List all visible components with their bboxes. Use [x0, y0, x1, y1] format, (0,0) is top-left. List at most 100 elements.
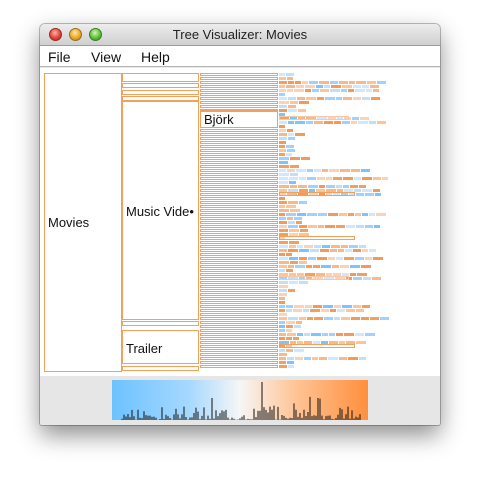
leaf-cell[interactable]	[313, 277, 323, 280]
leaf-cell[interactable]	[348, 213, 354, 216]
leaf-cell[interactable]	[279, 89, 286, 92]
leaf-cell[interactable]	[286, 73, 294, 76]
leaf-cell[interactable]	[348, 89, 354, 92]
leaf-cell[interactable]	[287, 193, 297, 196]
leaf-cell[interactable]	[304, 357, 311, 360]
leaf-cell[interactable]	[279, 145, 285, 148]
leaf-cell[interactable]	[353, 97, 361, 100]
leaf-bar[interactable]	[200, 317, 278, 320]
menu-view[interactable]: View	[91, 49, 122, 65]
leaf-cell[interactable]	[306, 117, 316, 120]
leaf-cell[interactable]	[298, 185, 307, 188]
leaf-cell[interactable]	[287, 217, 293, 220]
leaf-bar[interactable]	[200, 301, 278, 304]
tree-node-level1[interactable]	[122, 73, 199, 82]
leaf-cell[interactable]	[370, 85, 379, 88]
leaf-cell[interactable]	[304, 333, 310, 336]
leaf-cell[interactable]	[286, 85, 295, 88]
leaf-cell[interactable]	[279, 117, 289, 120]
leaf-bar-wide[interactable]	[279, 116, 349, 120]
leaf-cell[interactable]	[349, 81, 355, 84]
leaf-cell[interactable]	[279, 229, 288, 232]
leaf-cell[interactable]	[316, 273, 325, 276]
leaf-cell[interactable]	[317, 117, 327, 120]
leaf-cell[interactable]	[306, 121, 313, 124]
leaf-cell[interactable]	[303, 309, 309, 312]
leaf-cell[interactable]	[290, 173, 298, 176]
leaf-bar[interactable]	[200, 253, 278, 256]
leaf-cell[interactable]	[342, 85, 352, 88]
leaf-cell[interactable]	[288, 121, 294, 124]
leaf-bar-wide[interactable]	[279, 276, 349, 280]
leaf-cell[interactable]	[309, 193, 318, 196]
leaf-cell[interactable]	[354, 189, 361, 192]
leaf-cell[interactable]	[288, 289, 295, 292]
leaf-bar[interactable]	[200, 225, 278, 228]
leaf-cell[interactable]	[297, 333, 303, 336]
leaf-bar[interactable]	[200, 141, 278, 144]
leaf-cell[interactable]	[375, 193, 381, 196]
leaf-cell[interactable]	[286, 205, 296, 208]
leaf-cell[interactable]	[319, 357, 327, 360]
leaf-cell[interactable]	[288, 97, 296, 100]
leaf-cell[interactable]	[308, 225, 317, 228]
leaf-cell[interactable]	[313, 341, 320, 344]
leaf-bar[interactable]	[200, 237, 278, 240]
leaf-cell[interactable]	[279, 93, 285, 96]
leaf-bar[interactable]	[200, 365, 278, 368]
leaf-cell[interactable]	[295, 133, 305, 136]
leaf-cell[interactable]	[299, 281, 308, 284]
leaf-bar[interactable]	[200, 293, 278, 296]
leaf-cell[interactable]	[369, 249, 376, 252]
leaf-cell[interactable]	[319, 185, 325, 188]
leaf-cell[interactable]	[336, 333, 343, 336]
leaf-cell[interactable]	[362, 249, 368, 252]
minimize-window-button[interactable]	[69, 28, 82, 41]
leaf-bar[interactable]	[200, 109, 278, 112]
leaf-bar[interactable]	[200, 137, 278, 140]
leaf-cell[interactable]	[337, 117, 343, 120]
leaf-cell[interactable]	[353, 305, 361, 308]
leaf-cell[interactable]	[287, 89, 293, 92]
leaf-cell[interactable]	[279, 169, 286, 172]
leaf-cell[interactable]	[312, 357, 318, 360]
leaf-cell[interactable]	[328, 117, 336, 120]
leaf-cell[interactable]	[356, 81, 366, 84]
leaf-cell[interactable]	[299, 261, 307, 264]
leaf-cell[interactable]	[340, 265, 349, 268]
leaf-cell[interactable]	[279, 205, 285, 208]
leaf-cell[interactable]	[357, 273, 367, 276]
leaf-cell[interactable]	[362, 97, 370, 100]
leaf-cell[interactable]	[367, 81, 376, 84]
leaf-cell[interactable]	[320, 249, 329, 252]
leaf-cell[interactable]	[344, 333, 354, 336]
leaf-cell[interactable]	[305, 89, 311, 92]
leaf-cell[interactable]	[307, 177, 316, 180]
leaf-bar[interactable]	[200, 345, 278, 348]
leaf-cell[interactable]	[325, 225, 335, 228]
leaf-cell[interactable]	[307, 213, 317, 216]
leaf-cell[interactable]	[295, 265, 305, 268]
leaf-cell[interactable]	[295, 357, 303, 360]
leaf-bar[interactable]	[200, 265, 278, 268]
leaf-bar[interactable]	[200, 173, 278, 176]
leaf-bar[interactable]	[200, 281, 278, 284]
leaf-bar[interactable]	[200, 205, 278, 208]
leaf-cell[interactable]	[289, 273, 296, 276]
leaf-cell[interactable]	[287, 129, 293, 132]
leaf-cell[interactable]	[288, 105, 296, 108]
leaf-cell[interactable]	[348, 357, 358, 360]
leaf-bar[interactable]	[200, 181, 278, 184]
leaf-cell[interactable]	[289, 281, 298, 284]
leaf-bar[interactable]	[200, 337, 278, 340]
leaf-cell[interactable]	[279, 225, 287, 228]
leaf-cell[interactable]	[279, 133, 287, 136]
leaf-cell[interactable]	[326, 189, 336, 192]
leaf-cell[interactable]	[380, 317, 389, 320]
leaf-cell[interactable]	[309, 81, 318, 84]
leaf-cell[interactable]	[288, 189, 298, 192]
leaf-cell[interactable]	[341, 193, 348, 196]
leaf-bar[interactable]	[200, 269, 278, 272]
leaf-cell[interactable]	[279, 137, 287, 140]
leaf-cell[interactable]	[301, 157, 310, 160]
